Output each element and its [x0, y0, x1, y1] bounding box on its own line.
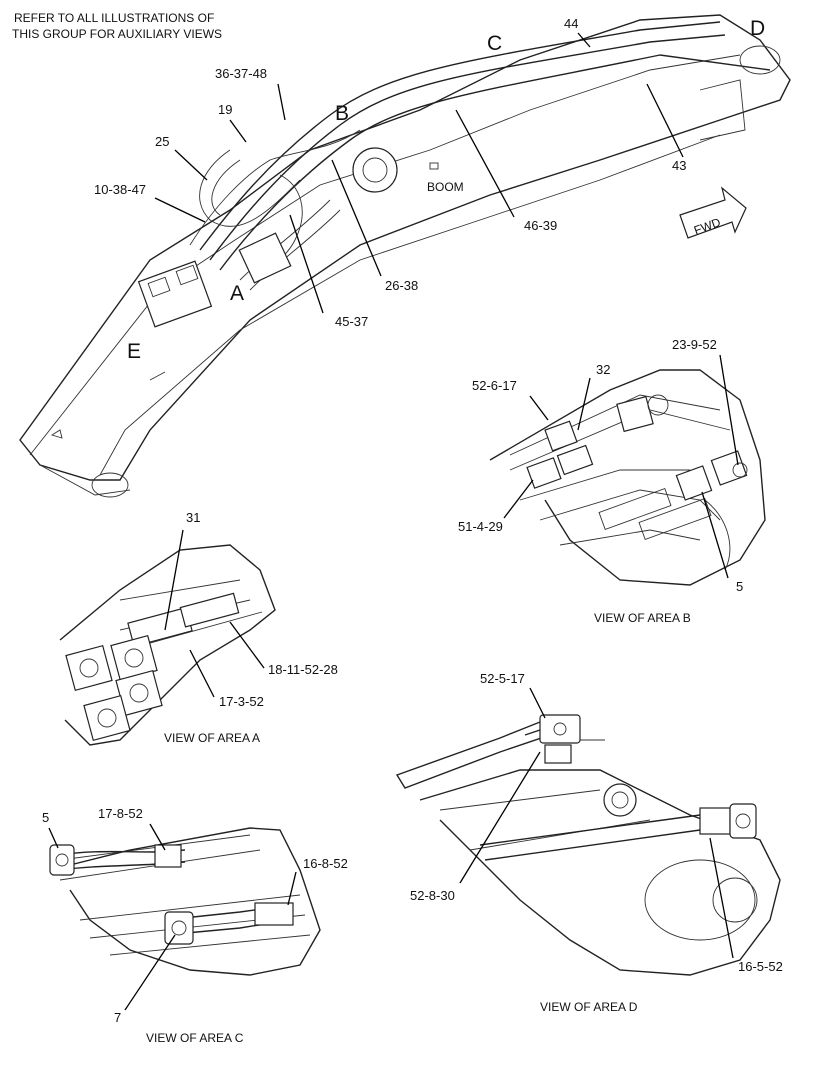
callout-52-6-17: 52-6-17 [472, 378, 517, 393]
callout-43: 43 [672, 158, 686, 173]
callout-45-37: 45-37 [335, 314, 368, 329]
callout-31: 31 [186, 510, 200, 525]
area-letter-d: D [750, 17, 765, 40]
callout-16-8-52: 16-8-52 [303, 856, 348, 871]
area-letter-a: A [230, 282, 244, 305]
callout-32: 32 [596, 362, 610, 377]
callout-10-38-47: 10-38-47 [94, 182, 146, 197]
callout-44: 44 [564, 16, 578, 31]
callout-5: 5 [736, 579, 743, 594]
callout-46-39: 46-39 [524, 218, 557, 233]
callout-26-38: 26-38 [385, 278, 418, 293]
caption-view-area-c: VIEW OF AREA C [146, 1031, 244, 1045]
view-area-b: 52-6-17 32 23-9-52 51-4-29 5 VIEW OF ARE… [458, 337, 766, 625]
view-area-c: 5 17-8-52 16-8-52 7 VIEW OF AREA C [42, 806, 348, 1045]
callout-17-8-52: 17-8-52 [98, 806, 143, 821]
boom-label: BOOM [427, 180, 464, 194]
forward-arrow-icon: FWD [679, 186, 747, 239]
callout-16-5-52: 16-5-52 [738, 959, 783, 974]
boom-drawing [19, 14, 791, 498]
callout-36-37-48: 36-37-48 [215, 66, 267, 81]
callout-19: 19 [218, 102, 232, 117]
callout-51-4-29: 51-4-29 [458, 519, 503, 534]
view-area-d: 52-5-17 52-8-30 16-5-52 VIEW OF AREA D [395, 671, 783, 1014]
callout-25: 25 [155, 134, 169, 149]
callout-52-5-17: 52-5-17 [480, 671, 525, 686]
caption-view-area-a: VIEW OF AREA A [164, 731, 260, 745]
header-line-1: REFER TO ALL ILLUSTRATIONS OF [14, 11, 214, 25]
callout-18-11-52-28: 18-11-52-28 [268, 662, 338, 677]
view-area-a: 31 18-11-52-28 17-3-52 VIEW OF AREA A [59, 510, 338, 746]
header-line-2: THIS GROUP FOR AUXILIARY VIEWS [12, 27, 222, 41]
area-letter-b: B [335, 102, 349, 125]
callout-5-c: 5 [42, 810, 49, 825]
caption-view-area-b: VIEW OF AREA B [594, 611, 691, 625]
callout-17-3-52: 17-3-52 [219, 694, 264, 709]
area-letter-c: C [487, 32, 502, 55]
area-letter-e: E [127, 340, 141, 363]
callout-7: 7 [114, 1010, 121, 1025]
callout-52-8-30: 52-8-30 [410, 888, 455, 903]
caption-view-area-d: VIEW OF AREA D [540, 1000, 638, 1014]
callout-23-9-52: 23-9-52 [672, 337, 717, 352]
main-callouts: 44 36-37-48 19 25 10-38-47 43 46-39 26-3… [94, 16, 686, 329]
